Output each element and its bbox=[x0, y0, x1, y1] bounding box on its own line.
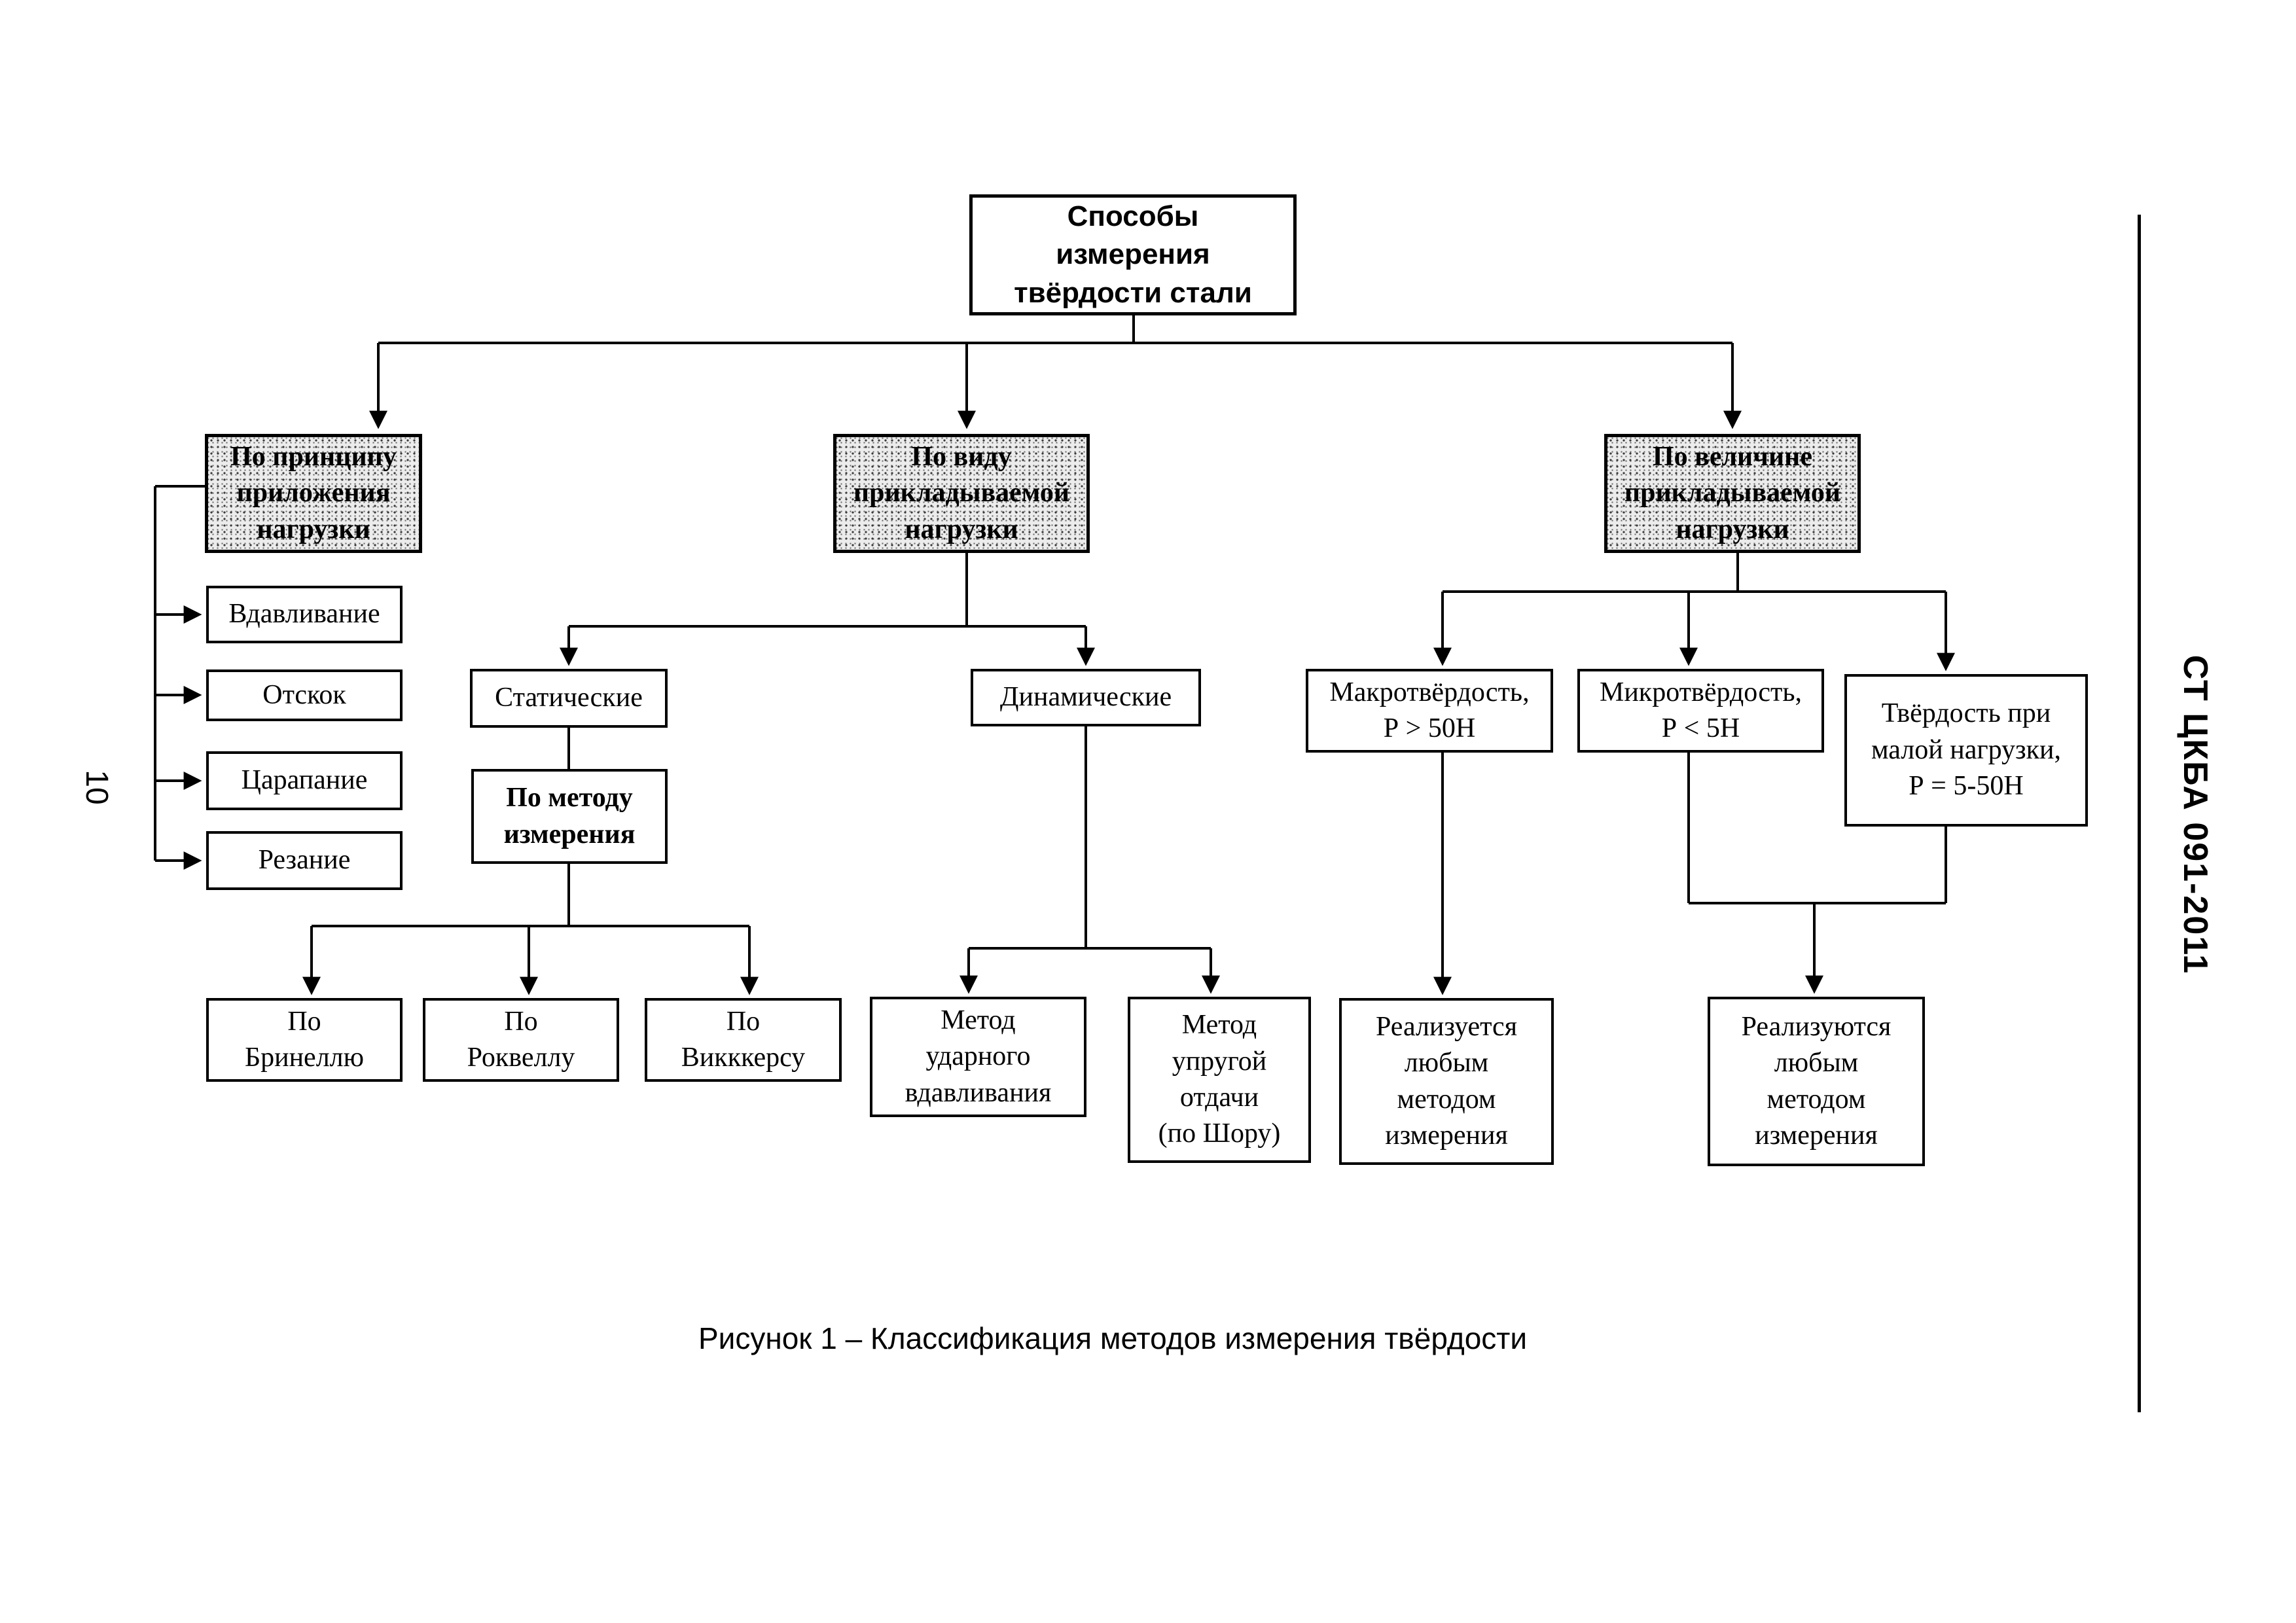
node-rockwell: По Роквеллу bbox=[423, 998, 619, 1082]
node-by-magnitude: По величине прикладываемой нагрузки bbox=[1604, 434, 1861, 553]
node-low-load-hardness: Твёрдость при малой нагрузки, Р = 5-50Н bbox=[1844, 674, 2088, 827]
node-indentation: Вдавливание bbox=[206, 586, 403, 643]
node-elastic-rebound-shore: Метод упругой отдачи (по Шору) bbox=[1128, 997, 1311, 1163]
node-by-method: По методу измерения bbox=[471, 769, 668, 864]
figure-caption: Рисунок 1 – Классификация методов измере… bbox=[698, 1321, 1528, 1355]
node-macrohardness: Макротвёрдость, Р > 50Н bbox=[1306, 669, 1553, 753]
node-dynamic: Динамические bbox=[971, 669, 1201, 726]
node-impact-indentation: Метод ударного вдавливания bbox=[870, 997, 1086, 1117]
node-vickers: По Викккерсу bbox=[645, 998, 842, 1082]
node-microhardness: Микротвёрдость, Р < 5Н bbox=[1577, 669, 1824, 753]
node-by-principle: По принципу приложения нагрузки bbox=[205, 434, 422, 553]
page-number: 10 bbox=[79, 770, 114, 805]
node-static: Статические bbox=[470, 669, 668, 728]
node-root: Способы измерения твёрдости стали bbox=[969, 194, 1297, 315]
node-brinell: По Бринеллю bbox=[206, 998, 403, 1082]
node-realized-any-method-1: Реализуется любым методом измерения bbox=[1339, 998, 1554, 1165]
node-realized-any-method-2: Реализуются любым методом измерения bbox=[1708, 997, 1925, 1166]
right-border-rule bbox=[2138, 215, 2141, 1412]
node-scratching: Царапание bbox=[206, 751, 403, 810]
node-by-load-type: По виду прикладываемой нагрузки bbox=[833, 434, 1090, 553]
node-rebound: Отскок bbox=[206, 669, 403, 721]
node-cutting: Резание bbox=[206, 831, 403, 890]
standard-side-label: СТ ЦКБА 091-2011 bbox=[2176, 654, 2214, 975]
